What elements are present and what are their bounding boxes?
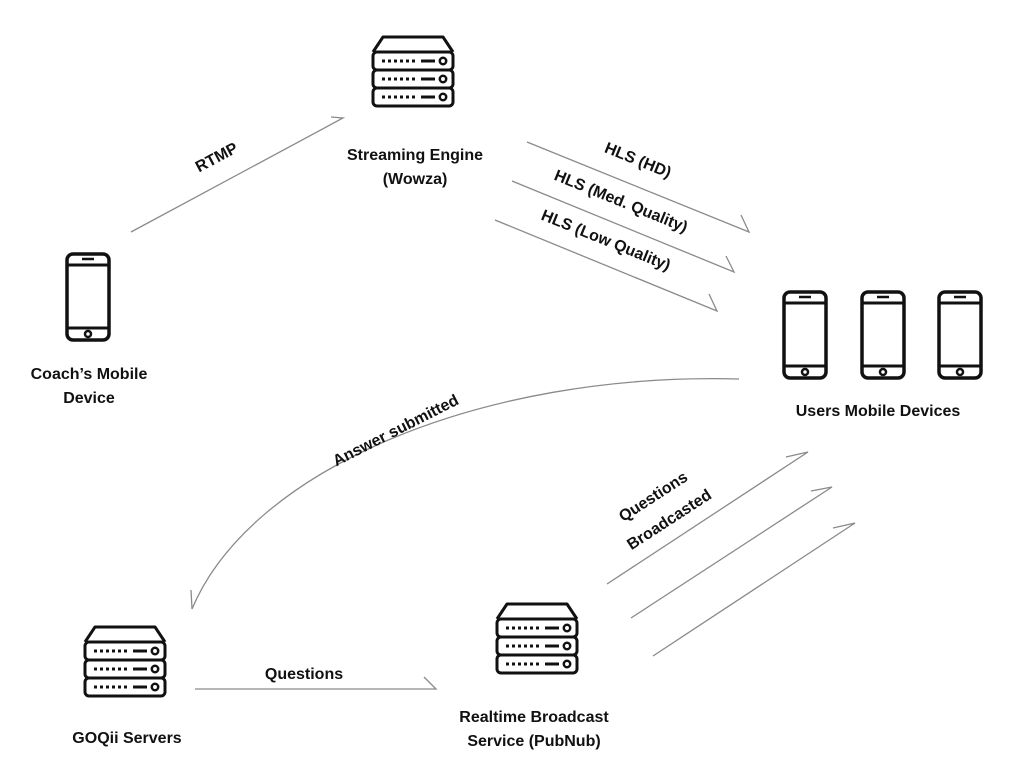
coach-device-sublabel: Device	[63, 390, 115, 407]
smartphone-icon	[937, 290, 983, 380]
pubnub-sublabel: Service (PubNub)	[467, 733, 600, 750]
answer-submitted-label: Answer submitted	[330, 392, 461, 470]
server-icon	[83, 625, 167, 698]
hls-hd-connector	[526, 141, 751, 234]
smartphone-icon	[782, 290, 828, 380]
streaming-engine-sublabel: (Wowza)	[383, 171, 448, 188]
broadcast-connector-1	[606, 451, 809, 585]
hls-med-connector	[511, 180, 736, 274]
questions-label: Questions	[265, 666, 343, 683]
hls-low-connector	[494, 219, 719, 313]
answer-submitted-connector	[190, 378, 740, 610]
coach-device-label: Coach’s Mobile	[31, 366, 148, 383]
streaming-engine-label: Streaming Engine	[347, 147, 483, 164]
smartphone-icon	[65, 252, 111, 342]
hls-hd-label: HLS (HD)	[602, 140, 673, 182]
users-devices-label: Users Mobile Devices	[796, 403, 961, 420]
server-icon	[371, 35, 455, 108]
smartphone-icon	[860, 290, 906, 380]
broadcast-connector-3	[652, 522, 856, 657]
questions-connector	[195, 676, 438, 690]
connectors	[130, 116, 856, 690]
pubnub-label: Realtime Broadcast	[459, 709, 609, 726]
goqii-servers-label: GOQii Servers	[72, 730, 181, 747]
server-icon	[495, 602, 579, 675]
rtmp-label: RTMP	[193, 140, 241, 176]
rtmp-connector	[130, 116, 346, 233]
broadcast-connector-2	[630, 486, 833, 619]
